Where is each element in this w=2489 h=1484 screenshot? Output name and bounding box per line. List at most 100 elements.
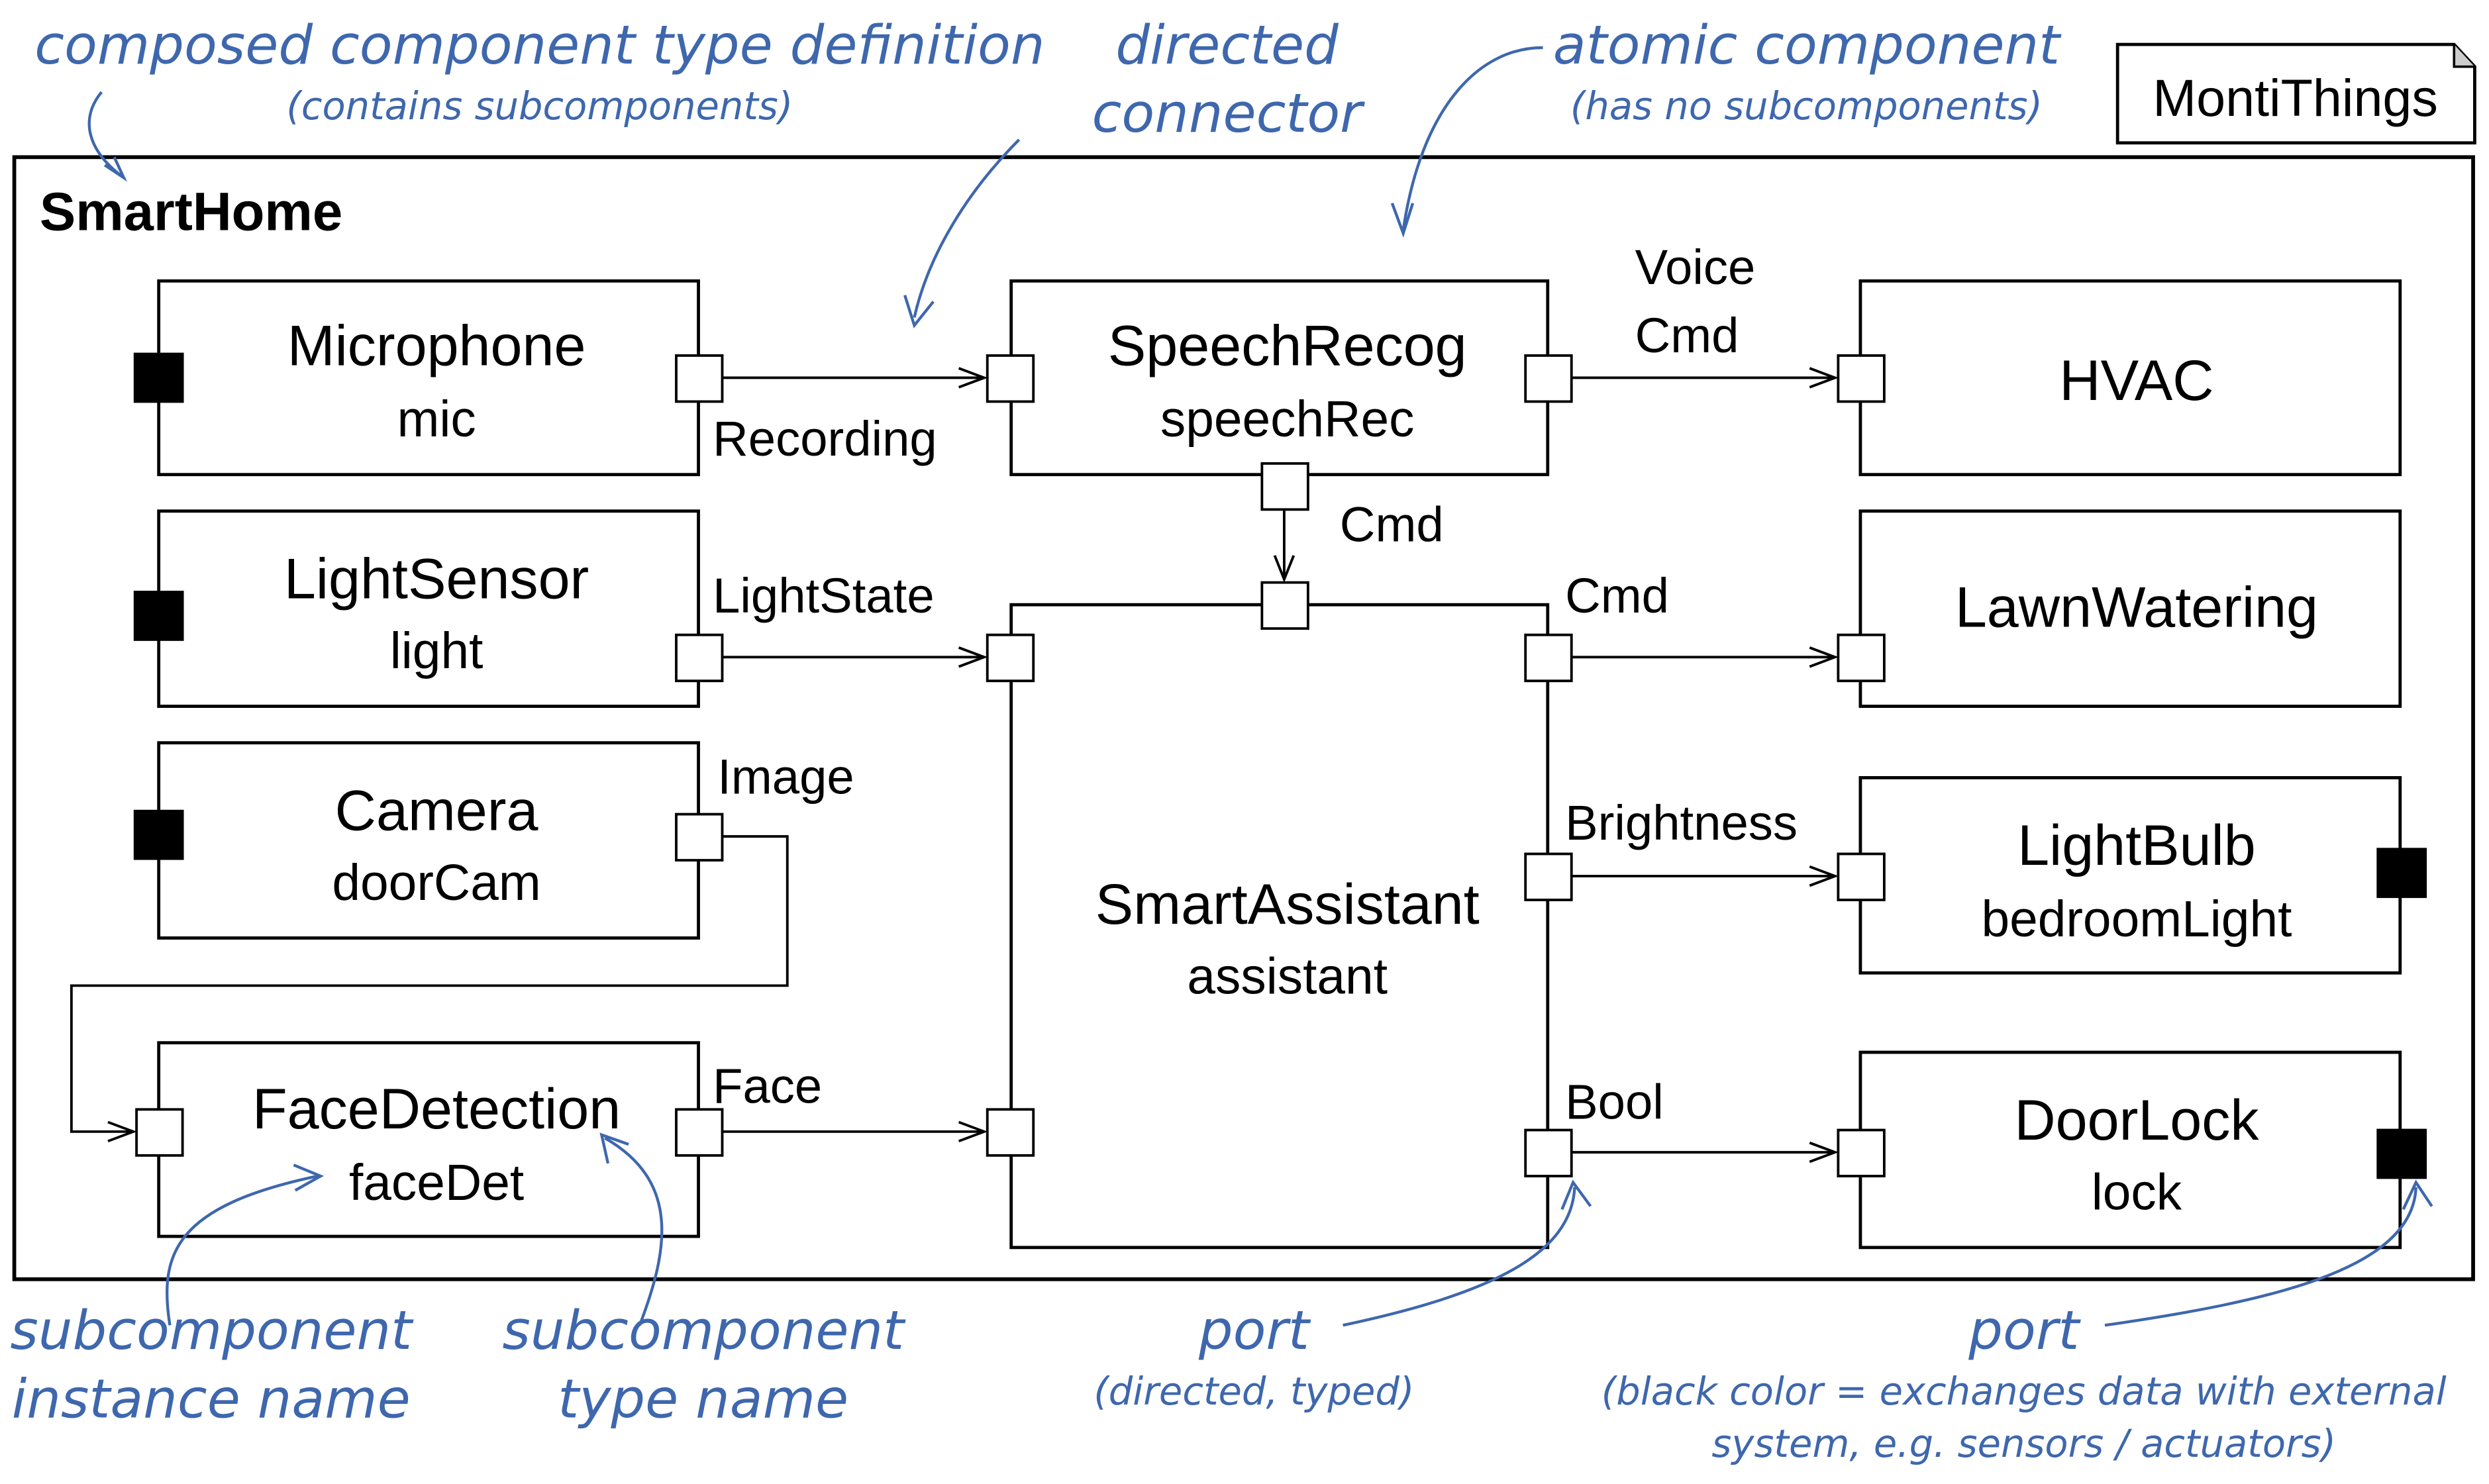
annotation-arrow — [166, 1174, 318, 1326]
annotation-instance-1: subcomponent — [10, 1299, 414, 1362]
component-lawnwatering[interactable]: LawnWatering — [1858, 509, 2402, 708]
component-instance-name: bedroomLight — [1981, 891, 2292, 948]
component-type-name: Microphone — [287, 314, 586, 377]
component-type-name: Camera — [335, 779, 538, 843]
connector-label: Image — [717, 749, 854, 804]
annotation-composed-sub: (contains subcomponents) — [286, 84, 793, 128]
component-type-name: LightSensor — [284, 548, 589, 611]
port[interactable] — [1524, 633, 1573, 683]
port[interactable] — [675, 1108, 724, 1157]
annotation-atomic-title: atomic component — [1553, 14, 2062, 77]
component-instance-name: doorCam — [332, 855, 540, 911]
component-facedetection[interactable]: FaceDetection faceDet — [157, 1041, 700, 1238]
annotation-arrow — [1343, 1187, 1576, 1327]
component-type-name: HVAC — [2059, 349, 2213, 413]
port[interactable] — [986, 354, 1035, 403]
annotation-arrowhead-icon — [103, 156, 128, 182]
connector-cmd-lawn[interactable] — [1571, 646, 1839, 668]
external-port[interactable] — [2376, 1128, 2427, 1179]
component-lightsensor[interactable]: LightSensor light — [157, 509, 700, 708]
port[interactable] — [1837, 633, 1886, 683]
port[interactable] — [1524, 354, 1573, 403]
component-hvac[interactable]: HVAC — [1858, 279, 2402, 477]
connector-label: LightState — [713, 568, 935, 623]
port[interactable] — [135, 1108, 184, 1157]
connector-label: Recording — [713, 411, 937, 466]
composed-component-smarthome — [12, 155, 2475, 1281]
port[interactable] — [1260, 462, 1309, 511]
component-instance-name: mic — [397, 391, 476, 448]
annotation-port1-sub: (directed, typed) — [1093, 1369, 1414, 1414]
annotation-arrow — [604, 1136, 664, 1326]
port[interactable] — [675, 813, 724, 862]
annotation-arrowhead-icon — [2402, 1179, 2433, 1211]
port[interactable] — [675, 633, 724, 683]
port[interactable] — [1837, 1128, 1886, 1177]
port[interactable] — [675, 354, 724, 403]
annotation-port1-title: port — [1198, 1299, 1311, 1362]
component-lightbulb[interactable]: LightBulb bedroomLight — [1858, 776, 2402, 975]
component-instance-name: lock — [2092, 1164, 2182, 1220]
component-type-name: LightBulb — [2017, 814, 2256, 877]
component-instance-name: light — [390, 623, 483, 679]
component-instance-name: assistant — [1187, 948, 1388, 1005]
component-type-name: DoorLock — [2014, 1089, 2259, 1152]
component-microphone[interactable]: Microphone mic — [157, 279, 700, 477]
port[interactable] — [1524, 1128, 1573, 1177]
annotation-arrowhead-icon — [1390, 203, 1415, 238]
composed-component-title: SmartHome — [40, 182, 342, 242]
annotation-typename-1: subcomponent — [502, 1299, 906, 1362]
annotation-directed-1: directed — [1115, 14, 1339, 77]
connector-label: Cmd — [1635, 308, 1739, 363]
port[interactable] — [1524, 852, 1573, 901]
connector-face[interactable] — [722, 1120, 988, 1143]
component-speechrecog[interactable]: SpeechRecog speechRec — [1009, 279, 1550, 477]
connector-label: Face — [713, 1059, 822, 1114]
connector-label: Brightness — [1565, 795, 1798, 850]
component-smartassistant[interactable]: SmartAssistant assistant — [1009, 603, 1550, 1250]
connector-lightstate[interactable] — [722, 646, 988, 668]
annotation-arrow — [913, 138, 1021, 318]
component-type-name: SmartAssistant — [1095, 873, 1480, 936]
annotation-port2-sub1: (black color = exchanges data with exter… — [1601, 1369, 2447, 1414]
annotation-port2-title: port — [1968, 1299, 2081, 1362]
component-instance-name: faceDet — [349, 1155, 524, 1211]
port[interactable] — [986, 1108, 1035, 1157]
connector-image[interactable] — [70, 835, 789, 1143]
connector-bool[interactable] — [1571, 1141, 1839, 1163]
connector-recording[interactable] — [722, 367, 988, 389]
annotation-instance-2: instance name — [12, 1367, 411, 1430]
annotation-arrow — [87, 91, 125, 179]
component-type-name: SpeechRecog — [1108, 314, 1467, 377]
component-instance-name: speechRec — [1160, 391, 1415, 448]
connector-brightness[interactable] — [1571, 865, 1839, 887]
annotation-port2-sub2: system, e.g. sensors / actuators) — [1711, 1422, 2336, 1466]
annotation-arrowhead-icon — [1560, 1179, 1592, 1211]
external-port[interactable] — [133, 809, 184, 860]
annotation-arrow — [2104, 1187, 2417, 1327]
connector-label: Cmd — [1340, 497, 1444, 552]
component-doorlock[interactable]: DoorLock lock — [1858, 1050, 2402, 1250]
annotation-arrow — [1401, 46, 1543, 230]
connector-voicecmd[interactable] — [1571, 367, 1839, 389]
connector-label: Bool — [1565, 1075, 1664, 1130]
connector-label: Voice — [1635, 240, 1756, 295]
external-port[interactable] — [2376, 848, 2427, 899]
component-camera[interactable]: Camera doorCam — [157, 741, 700, 940]
tag-label: MontiThings — [2153, 68, 2438, 127]
annotation-atomic-sub: (has no subcomponents) — [1570, 84, 2043, 128]
annotation-directed-2: connector — [1092, 82, 1366, 145]
external-port[interactable] — [133, 591, 184, 641]
port[interactable] — [1837, 852, 1886, 901]
connector-cmd-speech[interactable] — [1273, 509, 1295, 583]
annotation-arrowhead-icon — [599, 1132, 629, 1164]
component-type-name: FaceDetection — [252, 1077, 621, 1141]
annotation-arrowhead-icon — [903, 295, 935, 328]
port[interactable] — [986, 633, 1035, 683]
external-port[interactable] — [133, 352, 184, 403]
annotation-typename-2: type name — [558, 1367, 848, 1430]
component-type-name: LawnWatering — [1955, 576, 2318, 640]
port[interactable] — [1260, 581, 1309, 630]
port[interactable] — [1837, 354, 1886, 403]
